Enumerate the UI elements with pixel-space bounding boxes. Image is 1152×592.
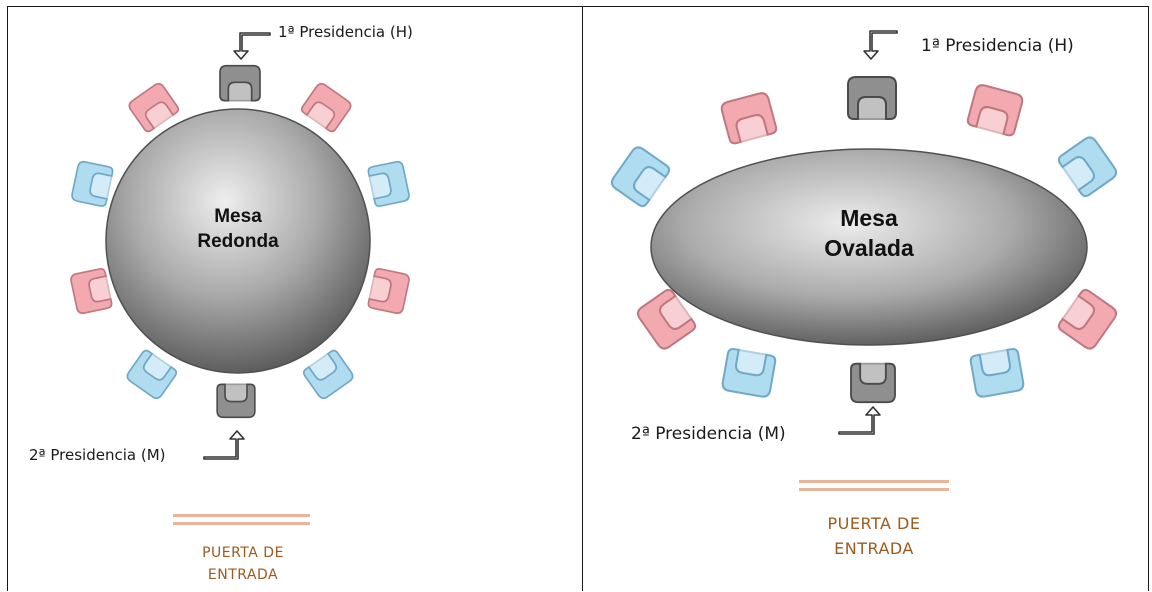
chair-bottom-presidency: [850, 362, 896, 404]
chair-lower-right: [366, 267, 411, 316]
chair-top-left: [719, 90, 779, 146]
first-presidency-label: 1ª Presidencia (H): [921, 36, 1074, 56]
chair-upper-left: [70, 159, 115, 208]
arrow-first-presidency: [233, 32, 271, 60]
entrance-door-label-line1: PUERTA DE: [202, 545, 284, 561]
arrow-second-presidency: [838, 406, 881, 435]
second-presidency-label: 2ª Presidencia (M): [631, 424, 786, 444]
round-table: [105, 108, 371, 374]
chair-top-presidency: [847, 76, 897, 120]
chair-bottom-presidency: [216, 383, 256, 419]
entrance-door-lines: [173, 514, 310, 525]
chair-lower-left: [69, 267, 114, 316]
entrance-door-label-line2: ENTRADA: [834, 538, 914, 558]
chair-lower-right: [1055, 286, 1120, 353]
arrow-second-presidency: [203, 430, 245, 460]
entrance-door-label: PUERTA DE ENTRADA: [779, 512, 969, 562]
arrow-first-presidency: [863, 30, 898, 60]
oval-table-drawing: [608, 30, 1120, 491]
oval-table: [650, 148, 1088, 346]
chair-bottom-left: [124, 348, 179, 402]
chair-top-right: [965, 82, 1025, 138]
chair-bottom-left: [720, 347, 778, 399]
chair-bottom-right: [301, 348, 356, 402]
oval-table-panel: Mesa Ovalada 1ª Presidencia (H) 2ª Presi…: [582, 6, 1149, 591]
chair-upper-right: [1055, 133, 1120, 200]
entrance-door-lines: [799, 480, 949, 491]
round-table-label-line2: Redonda: [197, 230, 279, 252]
first-presidency-label: 1ª Presidencia (H): [278, 23, 413, 41]
oval-table-label-line1: Mesa: [840, 205, 898, 231]
chair-upper-left: [608, 143, 673, 210]
chair-top-presidency: [219, 64, 261, 102]
chair-top-left: [126, 80, 181, 134]
second-presidency-label: 2ª Presidencia (M): [29, 446, 166, 464]
oval-table-label-line2: Ovalada: [824, 234, 914, 261]
chair-upper-right: [366, 159, 411, 208]
round-table-drawing: [69, 32, 411, 525]
entrance-door-label-line1: PUERTA DE: [827, 514, 921, 533]
oval-table-label: Mesa Ovalada: [789, 204, 949, 264]
chair-bottom-right: [968, 347, 1026, 399]
round-table-panel: Mesa Redonda 1ª Presidencia (H) 2ª Presi…: [7, 6, 583, 591]
entrance-door-label-line2: ENTRADA: [207, 566, 279, 583]
round-table-label: Mesa Redonda: [168, 205, 308, 254]
entrance-door-label: PUERTA DE ENTRADA: [158, 543, 328, 586]
chair-top-right: [299, 80, 354, 134]
round-table-label-line1: Mesa: [214, 206, 262, 227]
